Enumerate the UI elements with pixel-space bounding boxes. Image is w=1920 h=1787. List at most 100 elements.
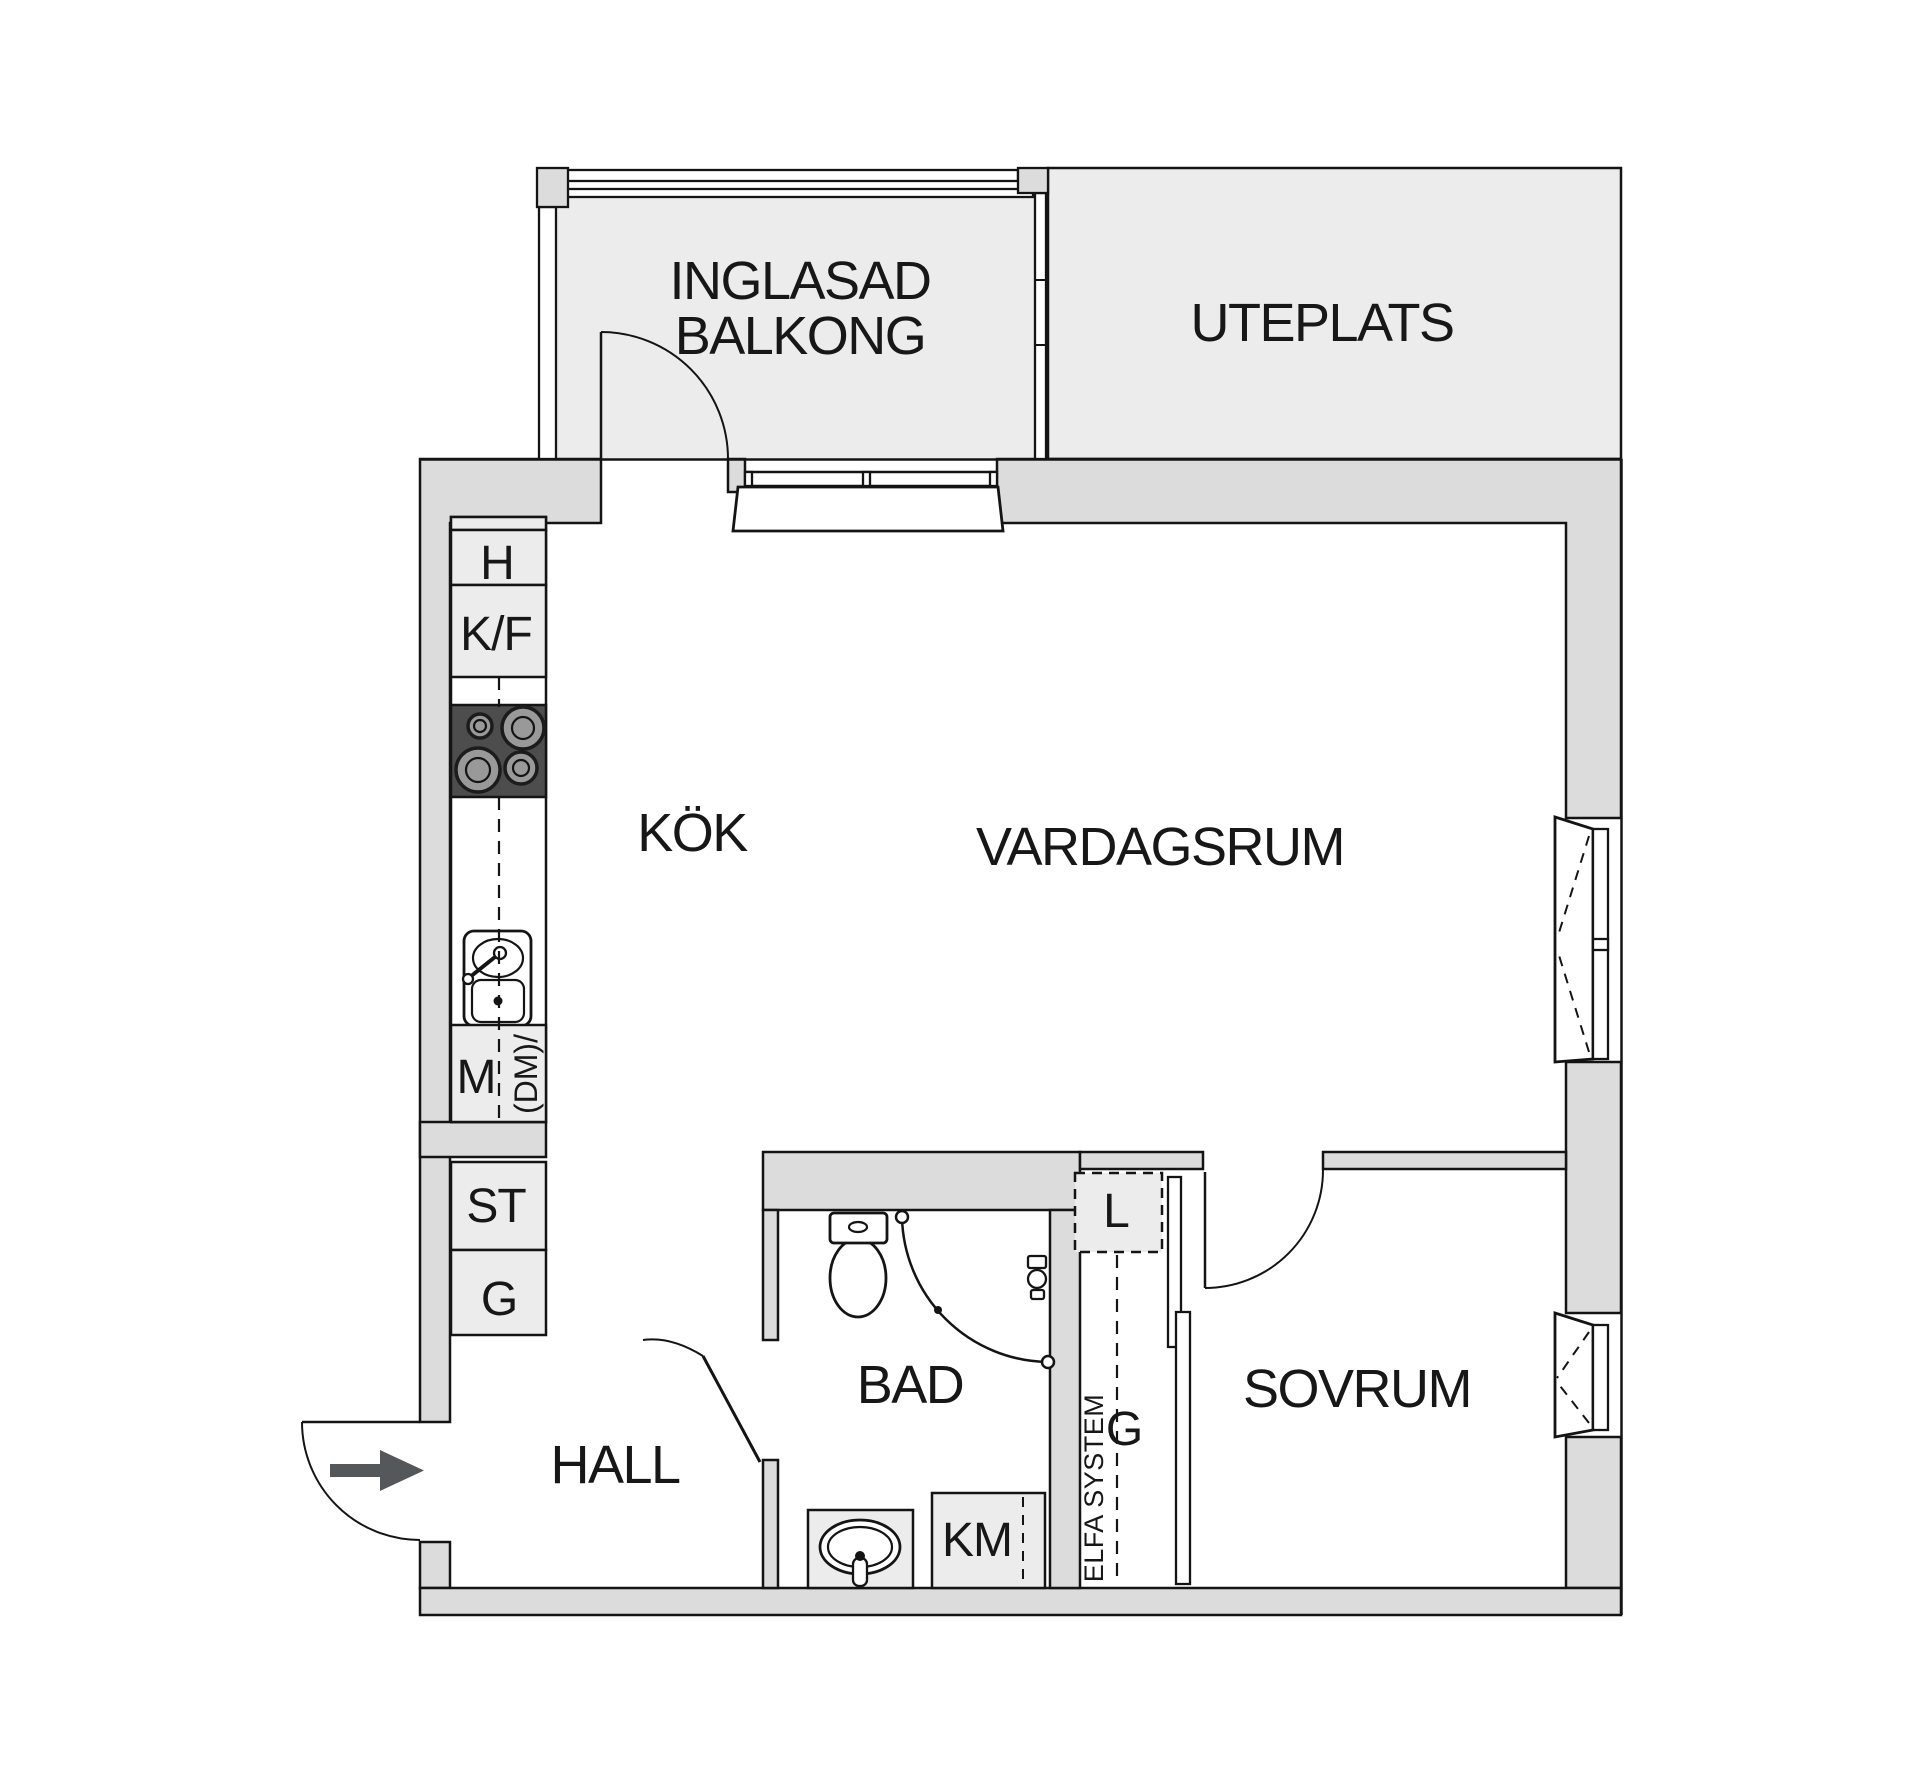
bathroom-label: BAD <box>857 1355 964 1415</box>
labels: INGLASAD BALKONG UTEPLATS KÖK VARDAGSRUM… <box>457 251 1473 1583</box>
closet-wardrobe-label: G <box>1106 1403 1142 1456</box>
basin-drain <box>855 1551 865 1561</box>
toilet <box>828 1211 889 1319</box>
bathroom-door-leaf <box>701 1355 762 1463</box>
wardrobe-cabinet <box>449 1248 548 1337</box>
patio-floor <box>1046 166 1623 461</box>
kitchen-label: KÖK <box>637 803 748 863</box>
hall-closets <box>449 1160 548 1337</box>
window-mullion <box>861 470 872 488</box>
wall-kitchen-stub <box>418 1120 548 1159</box>
bedroom-door <box>1203 1169 1324 1289</box>
balcony-label-line2: BALKONG <box>675 306 926 366</box>
shower-mixer <box>1029 1288 1046 1301</box>
wall-bathroom-right <box>1048 1208 1082 1590</box>
cleaning-cabinet <box>449 1160 548 1252</box>
wall-closet-top <box>1078 1150 1205 1171</box>
balcony-patio-divider <box>1033 191 1048 461</box>
entrance <box>301 1420 424 1541</box>
wall-left-below-entrance <box>418 1540 452 1590</box>
sliding-door-panel <box>1166 1175 1183 1349</box>
kitchen-counter <box>449 515 548 1124</box>
washing-machine-label: KM <box>942 1514 1012 1567</box>
living-room-label: VARDAGSRUM <box>976 817 1344 877</box>
faucet-handle <box>461 972 475 986</box>
wall-top-right-and-right-upper <box>995 457 1623 820</box>
balcony-label-line1: INGLASAD <box>669 251 930 311</box>
wall-livingroom-bedroom <box>1321 1150 1568 1171</box>
balcony-glazing <box>535 166 1050 461</box>
fridge-freezer-label: K/F <box>460 608 532 661</box>
shower-curtain-arc <box>900 1216 1049 1364</box>
linen-cabinet-label: L <box>1103 1185 1129 1238</box>
window-end-cap <box>988 470 999 488</box>
window-opening-dash <box>1556 1381 1590 1424</box>
window-opening-dash <box>1556 1331 1590 1379</box>
patio-label: UTEPLATS <box>1190 293 1453 353</box>
shower <box>894 1209 1056 1370</box>
burner-ring <box>472 718 488 734</box>
entrance-arrow-icon <box>330 1450 424 1491</box>
washing-machine <box>930 1491 1047 1590</box>
window-recess <box>1553 1311 1595 1439</box>
entrance-door-swing-arc <box>301 1421 421 1541</box>
washing-machine-box <box>930 1491 1047 1590</box>
bedroom-door-swing-arc <box>1204 1169 1324 1289</box>
wall-right-lower <box>1564 1435 1623 1590</box>
window-frame <box>1591 1323 1610 1432</box>
balcony-rail-outer <box>565 168 1020 183</box>
burner-ring <box>510 715 536 741</box>
fridge-freezer-cabinet <box>449 583 548 679</box>
microwave-label: M <box>457 1051 496 1104</box>
counter-edge <box>449 515 548 532</box>
washbasin <box>806 1508 915 1590</box>
toilet-bowl <box>828 1237 888 1319</box>
kitchen-wardrobe-label: G <box>481 1273 517 1326</box>
hall-label: HALL <box>550 1435 680 1495</box>
window-sill-bay <box>731 485 1005 533</box>
window-mullion <box>1591 937 1610 952</box>
cleaning-cabinet-label: ST <box>466 1180 526 1233</box>
toilet-tank <box>828 1211 889 1245</box>
balcony-door-swing-arc <box>600 331 729 460</box>
hob-burners <box>454 705 546 794</box>
bathroom-door-swing-arc <box>642 1338 704 1357</box>
wall-bathroom-left-upper <box>761 1208 780 1342</box>
burner-ring <box>464 756 492 784</box>
window-recess <box>1553 815 1595 1064</box>
shower-mixer <box>1026 1254 1048 1270</box>
balcony-floor <box>556 197 1035 459</box>
toilet-flush-button <box>847 1220 869 1234</box>
burner-ring <box>511 758 531 778</box>
wall-bathroom-top <box>761 1150 1082 1212</box>
curtain-ring <box>934 1306 942 1314</box>
wall-bottom <box>418 1586 1623 1617</box>
burner-icon <box>454 746 502 794</box>
balcony-door <box>599 331 729 460</box>
kitchen-window <box>731 470 1005 533</box>
curtain-knob <box>1040 1354 1056 1370</box>
sliding-door-panel <box>1174 1310 1192 1586</box>
window-end-cap <box>743 470 754 488</box>
hood-label: H <box>480 537 514 590</box>
wall-right-middle <box>1564 1060 1623 1315</box>
living-room-window <box>1553 815 1610 1064</box>
burner-icon <box>466 712 494 740</box>
burner-icon <box>500 705 546 751</box>
wall-bathroom-left-lower <box>761 1458 780 1590</box>
balcony-glazing-left <box>537 205 558 461</box>
closet-system-label: ELFA SYSTEM <box>1079 1394 1109 1583</box>
linen-cabinet-box <box>1073 1171 1164 1254</box>
outdoor-floors <box>556 166 1623 461</box>
burner-icon <box>503 750 539 786</box>
closet-area <box>1073 1171 1192 1586</box>
bathroom-fixtures <box>642 1209 1056 1590</box>
balcony-rail-inner <box>554 187 1035 199</box>
dishwasher-label: (DM)/ <box>508 1034 544 1114</box>
kitchen-sink <box>461 929 533 1028</box>
bedroom-window <box>1553 1311 1610 1439</box>
basin-faucet <box>851 1556 869 1588</box>
curtain-knob <box>894 1209 910 1225</box>
